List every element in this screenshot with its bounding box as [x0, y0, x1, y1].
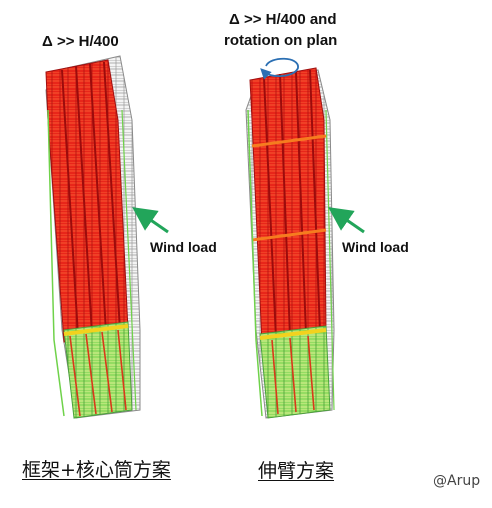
left-wind-arrow — [132, 207, 169, 234]
right-caption: 伸臂方案 — [258, 460, 335, 482]
left-tower-model — [45, 55, 141, 419]
left-title: Δ >> H/400 — [42, 33, 119, 50]
right-wind-arrow — [328, 207, 365, 234]
right-wind-label: Wind load — [342, 239, 409, 255]
right-title-line1: Δ >> H/400 and — [229, 11, 337, 28]
right-tower-model — [245, 67, 335, 419]
left-tower-green-base — [63, 321, 133, 419]
left-caption: 框架+核心筒方案 — [22, 459, 171, 481]
right-title-line2: rotation on plan — [224, 32, 338, 49]
rotation-on-plan-arrow — [260, 57, 299, 80]
left-wind-label: Wind load — [150, 239, 217, 255]
credit-text: @Arup — [433, 473, 481, 489]
